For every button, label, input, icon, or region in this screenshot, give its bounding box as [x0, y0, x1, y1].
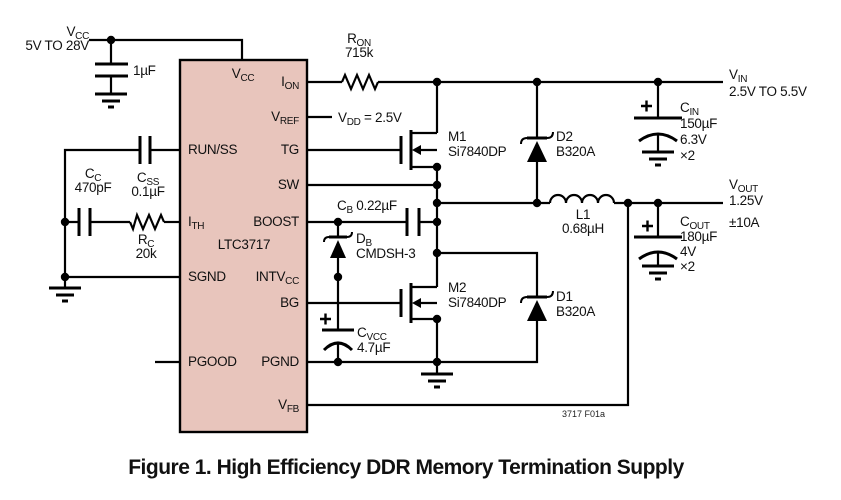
cap-cvcc [322, 328, 354, 352]
schottky-hooks [323, 131, 554, 304]
mosfet-m1-arrow [412, 145, 421, 155]
ground-3 [421, 372, 453, 389]
cap-cc [77, 208, 92, 236]
cap-cin [634, 116, 682, 143]
vdd-label: VDD = 2.5V [338, 110, 402, 128]
ground-2 [49, 286, 81, 303]
cap-1uf [95, 62, 128, 78]
vout-current-label: ±10A [729, 215, 760, 230]
wires [63, 38, 723, 407]
diode-d1-leads [437, 251, 539, 297]
cathode-bars [329, 136, 547, 299]
inductor-l1 [548, 193, 616, 204]
diode-d1-triangle [527, 300, 547, 321]
figure-code: 3717 F01a [562, 409, 606, 419]
ic-pin-runss: RUN/SS [188, 142, 238, 157]
ic-pin-vfb: VFB [278, 397, 299, 415]
ground-1 [95, 92, 127, 109]
ic-part-number: LTC3717 [217, 237, 271, 252]
ic-body [178, 58, 309, 434]
ic-pin-intvcc: INTVCC [255, 269, 300, 287]
ic-pin-sgnd: SGND [188, 269, 226, 284]
symbol-bars [49, 62, 682, 389]
ic-pin-ith: ITH [188, 214, 205, 232]
ic-pin-pgood: PGOOD [188, 354, 237, 369]
ic-pin-pgnd: PGND [261, 354, 299, 369]
ic-pin-bg: BG [280, 295, 299, 310]
mosfet-m2-arrow [412, 298, 421, 308]
cap-1uf-label: 1µF [133, 63, 156, 78]
mosfet-m2-bars [399, 283, 413, 323]
ic-pin-ion: ION [281, 74, 299, 92]
polarity-marks [320, 100, 653, 325]
cap-cout [634, 235, 682, 261]
ic-pin-sw: SW [277, 177, 299, 192]
cap-cb [405, 208, 421, 236]
ground-5 [642, 264, 674, 281]
cap-css [138, 136, 152, 164]
ic-pin-tg: TG [280, 142, 299, 157]
cap-cb-label: CB 0.22µF [337, 198, 397, 216]
diode-db-triangle [330, 240, 346, 258]
mosfet-m1-bars [399, 130, 413, 170]
filled-symbols [60, 35, 663, 367]
figure-caption: Figure 1. High Efficiency DDR Memory Ter… [128, 456, 684, 479]
diode-d2-triangle [527, 141, 547, 162]
ic-pin-vcc: VCC [231, 66, 255, 84]
ground-4 [642, 150, 674, 167]
ic-pin-vref: VREF [271, 109, 299, 127]
ic-pin-boost: BOOST [253, 214, 299, 229]
